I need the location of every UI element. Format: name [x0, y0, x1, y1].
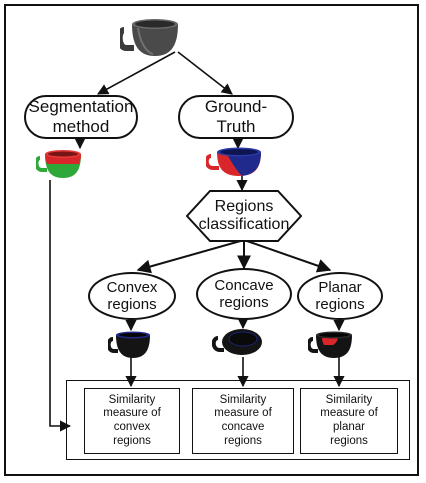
- segmented-cup-image: [36, 150, 81, 178]
- classification-shape: [186, 190, 302, 242]
- convex-regions-ellipse: Convex regions: [88, 272, 176, 320]
- similarity-convex-box: Similarity measure of convex regions: [84, 388, 180, 454]
- arrow-cup-to-groundtruth: [177, 51, 233, 95]
- convex-cup-image: [108, 331, 150, 358]
- regions-classification-label: Regions classification: [198, 197, 290, 233]
- ground-truth-cup-image: [206, 147, 261, 176]
- arrow-classification-to-convex: [136, 239, 245, 274]
- ground-truth-box: Ground- Truth: [178, 95, 294, 139]
- similarity-planar-box: Similarity measure of planar regions: [300, 388, 398, 454]
- input-cup-image: [120, 19, 178, 56]
- similarity-group-box: [66, 380, 410, 460]
- arrow-cup-to-segmentation: [97, 51, 176, 95]
- concave-regions-ellipse: Concave regions: [196, 268, 292, 320]
- segmentation-method-box: Segmentation method: [24, 95, 138, 139]
- arrow-segcup-to-measures: [49, 180, 72, 432]
- planar-regions-ellipse: Planar regions: [297, 272, 383, 320]
- concave-cup-image: [212, 329, 262, 355]
- planar-cup-image: [308, 331, 352, 358]
- similarity-concave-box: Similarity measure of concave regions: [192, 388, 294, 454]
- arrow-classification-to-planar: [243, 239, 332, 273]
